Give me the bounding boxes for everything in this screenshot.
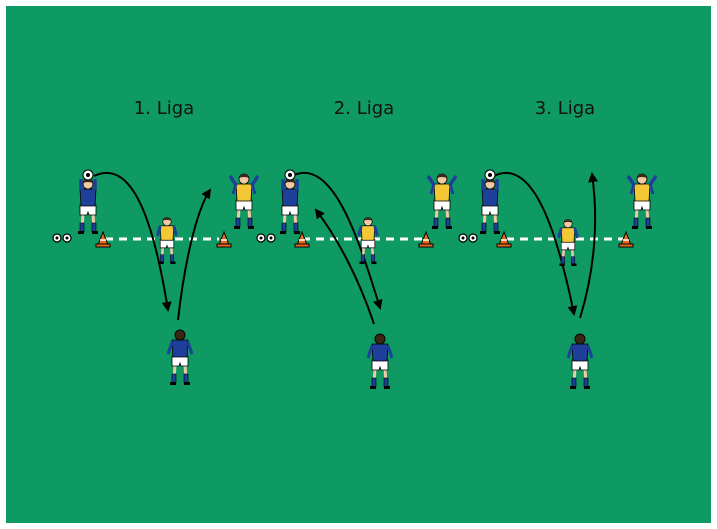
league-label-1: 1. Liga — [133, 98, 195, 119]
player-thrower-1 — [78, 169, 98, 234]
player-yellow-target-1 — [228, 173, 260, 229]
cone — [216, 230, 232, 248]
balls-group-2 — [256, 233, 276, 243]
player-yellow-target-3 — [626, 173, 658, 229]
arrow-return-2 — [314, 208, 375, 325]
arrow-throw-1 — [93, 172, 172, 312]
player-runner-2 — [366, 333, 394, 389]
arrow-return-3 — [579, 172, 599, 319]
cone — [618, 230, 634, 248]
player-yellow-3 — [557, 218, 579, 267]
player-runner-1 — [166, 329, 194, 385]
cone — [418, 230, 434, 248]
player-yellow-target-2 — [426, 173, 458, 229]
cone — [294, 230, 310, 248]
drill-diagram — [52, 169, 658, 389]
league-label-2: 2. Liga — [333, 98, 395, 119]
player-yellow-1 — [156, 216, 178, 265]
arrow-return-1 — [177, 188, 212, 321]
balls-group-3 — [458, 233, 478, 243]
balls-group-1 — [52, 233, 72, 243]
player-yellow-2 — [357, 216, 379, 265]
player-runner-3 — [566, 333, 594, 389]
league-label-3: 3. Liga — [534, 98, 596, 119]
cone — [95, 230, 111, 248]
cone — [496, 230, 512, 248]
training-field: 1. Liga 2. Liga 3. Liga — [6, 6, 711, 523]
player-thrower-2 — [280, 169, 300, 234]
arrow-throw-3 — [493, 172, 578, 316]
player-thrower-3 — [480, 169, 500, 234]
arrow-throw-2 — [291, 172, 383, 310]
